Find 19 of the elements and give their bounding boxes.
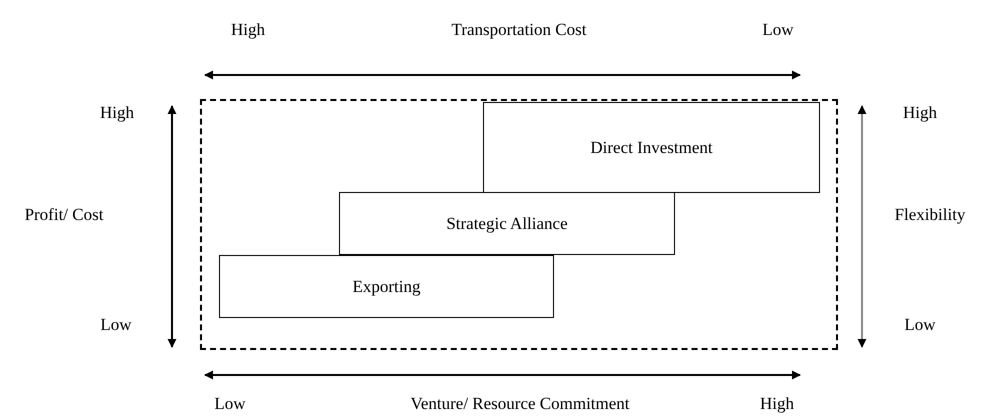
axis-end-label: Low (214, 394, 246, 414)
axis-title: Flexibility (894, 205, 966, 225)
box-label: Direct Investment (590, 138, 713, 158)
axis-title: Venture/ Resource Commitment (410, 394, 630, 414)
axis-end-label: Low (904, 315, 936, 335)
axis-end-label: High (231, 20, 265, 40)
box-label: Exporting (352, 276, 420, 296)
strategy-box (219, 255, 554, 318)
strategy-box (339, 192, 675, 255)
axis-title: Transportation Cost (452, 20, 586, 40)
axis-end-label: Low (100, 315, 132, 335)
dashed-frame (200, 99, 838, 350)
axis-end-label: High (903, 103, 937, 123)
axis-end-label: Low (762, 20, 794, 40)
box-label: Strategic Alliance (446, 214, 568, 234)
strategy-box (483, 102, 820, 193)
axis-end-label: High (100, 103, 134, 123)
axis-end-label: High (760, 394, 794, 414)
axis-title: Profit/ Cost (24, 205, 104, 225)
